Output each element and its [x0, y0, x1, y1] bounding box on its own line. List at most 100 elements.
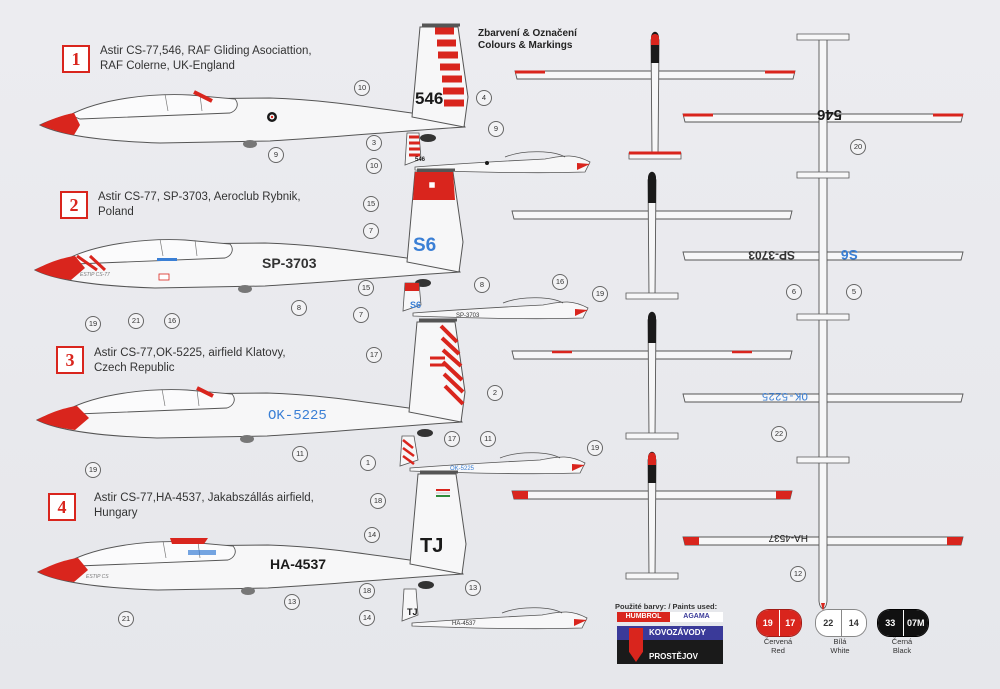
paint-black-code-a: 33 — [878, 610, 903, 636]
agama-brand: AGAMA — [670, 612, 723, 622]
scheme-4-bottom-view — [682, 456, 964, 611]
svg-text:ESTIP CS: ESTIP CS — [86, 574, 109, 580]
scheme-2-fin-code: S6 — [413, 235, 436, 256]
scheme-4-fin-code: TJ — [420, 535, 443, 557]
callout: 17 — [444, 431, 460, 447]
shield-icon — [629, 628, 643, 662]
scheme-3-underwing-registration: OK-5225 — [762, 389, 808, 401]
callout: 2 — [487, 385, 503, 401]
scheme-4-registration: HA-4537 — [270, 556, 326, 572]
scheme-2-underwing-registration: SP-3703 — [748, 248, 795, 262]
callout: 17 — [366, 347, 382, 363]
scheme-4-underwing-registration: HA-4537 — [768, 532, 808, 543]
paint-red: 19 17 — [756, 609, 802, 637]
scheme-2-registration: SP-3703 — [262, 255, 317, 271]
scheme-4-small-side — [401, 588, 588, 629]
paint-white: 22 14 — [815, 609, 867, 637]
callout: 15 — [358, 280, 374, 296]
callout: 4 — [476, 90, 492, 106]
scheme-2-small-side — [402, 282, 589, 319]
scheme-number-1: 1 — [62, 45, 90, 73]
scheme-3-top-view — [511, 311, 793, 440]
callout: 22 — [771, 426, 787, 442]
scheme-1-fin-number: 546 — [415, 89, 443, 108]
callout: 9 — [268, 147, 284, 163]
scheme-number-4: 4 — [48, 493, 76, 521]
callout: 13 — [465, 580, 481, 596]
logo-text-bottom: PROSTĚJOV — [649, 652, 698, 661]
scheme-1-underwing-number: 546 — [817, 106, 842, 123]
scheme-2-side-view: ESTIP CS-77 — [33, 168, 465, 295]
callout: 3 — [366, 135, 382, 151]
scheme-1-title: Astir CS-77,546, RAF Gliding Asociattion… — [100, 45, 312, 72]
callout: 1 — [360, 455, 376, 471]
scheme-4-top-view — [511, 451, 793, 580]
humbrol-brand: HUMBROL — [617, 612, 670, 622]
scheme-3-title: Astir CS-77,OK-5225, airfield Klatovy,Cz… — [94, 347, 286, 374]
logo-text-top: KOVOZÁVODY — [649, 628, 706, 637]
svg-text:ESTIP CS-77: ESTIP CS-77 — [80, 272, 110, 278]
scheme-2-title: Astir CS-77, SP-3703, Aeroclub Rybnik,Po… — [98, 191, 301, 218]
callout: 8 — [474, 277, 490, 293]
scheme-1-top-view — [514, 31, 796, 160]
scheme-3-side-view — [35, 318, 467, 445]
heading-czech: Zbarvení & Označení — [478, 28, 577, 39]
callout: 11 — [292, 446, 308, 462]
scheme-2-small-registration: SP-3703 — [456, 313, 480, 319]
paint-white-code-b: 14 — [840, 610, 866, 636]
callout: 15 — [363, 196, 379, 212]
scheme-2-underwing-code: S6 — [841, 247, 858, 263]
callout: 14 — [359, 610, 375, 626]
scheme-4-small-code: TJ — [407, 607, 418, 617]
scheme-4-small-registration: HA-4537 — [452, 621, 476, 627]
callout: 18 — [359, 583, 375, 599]
scheme-3-bottom-view — [682, 313, 964, 466]
callout: 19 — [592, 286, 608, 302]
callout: 7 — [353, 307, 369, 323]
paint-black-code-b: 07M — [902, 610, 928, 636]
paint-red-code-b: 17 — [778, 610, 801, 636]
callout: 16 — [552, 274, 568, 290]
callout: 21 — [118, 611, 134, 627]
scheme-1-side-view — [38, 23, 470, 150]
callout: 13 — [284, 594, 300, 610]
scheme-number-2: 2 — [60, 191, 88, 219]
callout: 8 — [291, 300, 307, 316]
callout: 9 — [488, 121, 504, 137]
callout: 5 — [846, 284, 862, 300]
callout: 10 — [354, 80, 370, 96]
sheet-heading: Zbarvení & Označení Colours & Markings — [478, 28, 577, 52]
callout: 19 — [85, 316, 101, 332]
callout: 10 — [366, 158, 382, 174]
scheme-2-small-code: S6 — [410, 300, 421, 310]
paint-black: 33 07M — [877, 609, 929, 637]
callout: 19 — [587, 440, 603, 456]
callout: 19 — [85, 462, 101, 478]
scheme-3-small-side — [399, 435, 586, 474]
callout: 21 — [128, 313, 144, 329]
paint-red-code-a: 19 — [757, 610, 779, 636]
kovozavody-logo: KOVOZÁVODY PROSTĚJOV — [617, 626, 723, 664]
scheme-2-bottom-view — [682, 171, 964, 324]
callout: 12 — [790, 566, 806, 582]
callout: 20 — [850, 139, 866, 155]
callout: 16 — [164, 313, 180, 329]
paint-brands: HUMBROL AGAMA — [617, 612, 723, 622]
scheme-3-registration: OK-5225 — [268, 408, 327, 424]
scheme-number-3: 3 — [56, 346, 84, 374]
callout: 14 — [364, 527, 380, 543]
scheme-4-title: Astir CS-77,HA-4537, Jakabszállás airfie… — [94, 492, 314, 519]
paint-white-code-a: 22 — [816, 610, 841, 636]
scheme-1-small-side — [404, 132, 591, 173]
heading-english: Colours & Markings — [478, 40, 573, 51]
callout: 18 — [370, 493, 386, 509]
paints-used-label: Použité barvy: / Paints used: — [615, 602, 718, 611]
callout: 6 — [786, 284, 802, 300]
callout: 7 — [363, 223, 379, 239]
scheme-4-side-view: ESTIP CS — [36, 470, 468, 597]
